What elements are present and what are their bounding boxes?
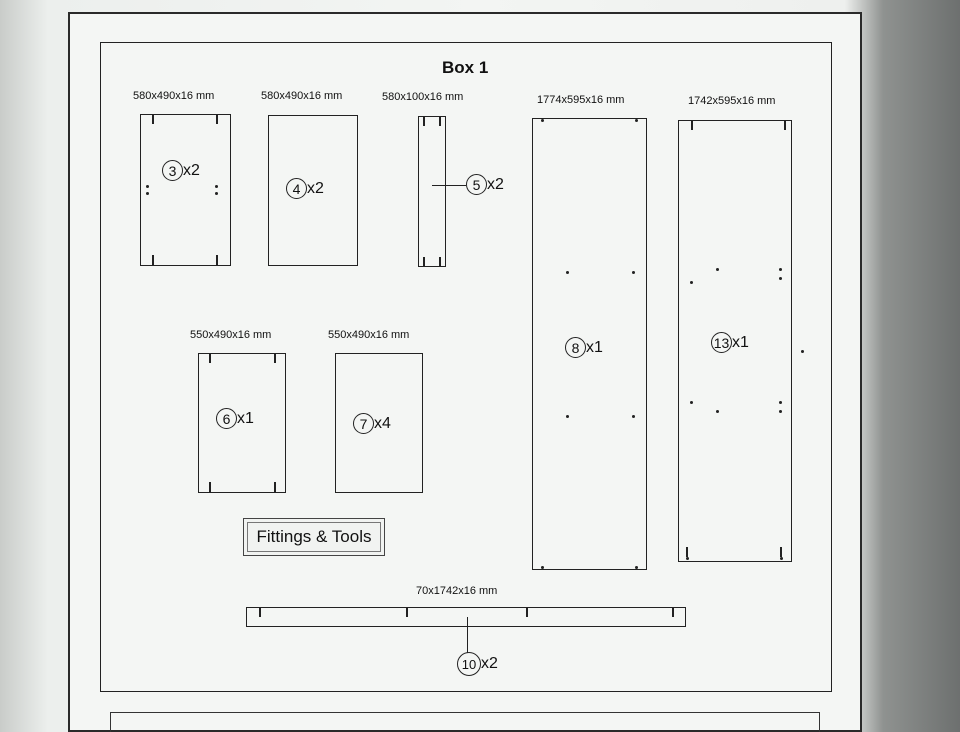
part-5-quantity: x2	[487, 175, 504, 193]
part-5-number: 5	[466, 174, 487, 195]
part-6-marker	[209, 354, 211, 363]
part-5-label: 5 x2	[466, 174, 504, 195]
fittings-tools-button[interactable]: Fittings & Tools	[243, 518, 385, 556]
part-6-quantity: x1	[237, 409, 254, 427]
part-6-label: 6 x1	[216, 408, 254, 429]
part-5-marker	[439, 257, 441, 266]
part-4-dimensions: 580x490x16 mm	[261, 90, 343, 102]
part-6-marker	[274, 354, 276, 363]
part-13-hole	[779, 277, 782, 280]
part-6-marker	[274, 482, 276, 492]
part-8-quantity: x1	[586, 338, 603, 356]
part-3-marker	[216, 255, 218, 265]
part-4-quantity: x2	[307, 179, 324, 197]
part-13-hole	[779, 268, 782, 271]
part-6-number: 6	[216, 408, 237, 429]
part-8-hole	[632, 415, 635, 418]
part-5-marker	[423, 117, 425, 126]
part-3-number: 3	[162, 160, 183, 181]
part-4-panel	[268, 115, 358, 266]
part-13-hole	[686, 557, 689, 560]
part-13-hole	[716, 268, 719, 271]
instruction-sheet	[68, 12, 862, 732]
part-8-label: 8 x1	[565, 337, 603, 358]
box-frame	[100, 42, 832, 692]
part-10-marker	[406, 608, 408, 617]
part-6-panel	[198, 353, 286, 493]
part-3-panel	[140, 114, 231, 266]
part-13-hole	[716, 410, 719, 413]
part-7-quantity: x4	[374, 414, 391, 432]
part-3-marker	[152, 255, 154, 265]
part-3-marker	[152, 115, 154, 124]
part-8-hole	[566, 415, 569, 418]
part-7-label: 7 x4	[353, 413, 391, 434]
box-title: Box 1	[442, 58, 489, 77]
part-13-label: 13 x1	[711, 332, 749, 353]
part-13-hole	[780, 557, 783, 560]
part-3-hole	[146, 192, 149, 195]
part-13-marker	[691, 121, 693, 130]
part-10-label: 10 x2	[457, 652, 498, 676]
part-7-panel	[335, 353, 423, 493]
part-5-leader-line	[432, 185, 466, 187]
part-13-hole	[779, 401, 782, 404]
part-13-hole	[690, 401, 693, 404]
part-5-marker	[423, 257, 425, 266]
part-3-quantity: x2	[183, 161, 200, 179]
part-10-leader-line	[467, 617, 469, 653]
part-13-hole	[801, 350, 804, 353]
part-4-label: 4 x2	[286, 178, 324, 199]
part-8-dimensions: 1774x595x16 mm	[537, 94, 625, 106]
part-13-marker	[780, 547, 782, 557]
part-5-dimensions: 580x100x16 mm	[382, 91, 464, 103]
part-13-hole	[690, 281, 693, 284]
part-3-hole	[146, 185, 149, 188]
part-13-marker	[784, 121, 786, 130]
part-3-hole	[215, 185, 218, 188]
part-8-hole	[541, 566, 544, 569]
part-13-marker	[686, 547, 688, 557]
part-3-dimensions: 580x490x16 mm	[133, 90, 215, 102]
part-5-panel	[418, 116, 446, 267]
part-6-dimensions: 550x490x16 mm	[190, 329, 272, 341]
part-3-marker	[216, 115, 218, 124]
part-5-marker	[439, 117, 441, 126]
part-8-hole	[541, 119, 544, 122]
part-10-marker	[526, 608, 528, 617]
part-10-marker	[672, 608, 674, 617]
part-4-number: 4	[286, 178, 307, 199]
part-10-panel	[246, 607, 686, 627]
part-8-hole	[566, 271, 569, 274]
part-13-hole	[779, 410, 782, 413]
next-section-frame	[110, 712, 820, 732]
part-8-hole	[632, 271, 635, 274]
part-8-hole	[635, 119, 638, 122]
part-6-marker	[209, 482, 211, 492]
part-13-quantity: x1	[732, 333, 749, 351]
fittings-tools-button-inner-border	[247, 522, 381, 552]
part-3-hole	[215, 192, 218, 195]
part-8-panel	[532, 118, 647, 570]
part-3-label: 3 x2	[162, 160, 200, 181]
part-13-panel	[678, 120, 792, 562]
part-7-dimensions: 550x490x16 mm	[328, 329, 410, 341]
part-10-quantity: x2	[481, 655, 498, 672]
part-10-marker	[259, 608, 261, 617]
part-10-number: 10	[457, 652, 481, 676]
part-8-hole	[635, 566, 638, 569]
part-13-dimensions: 1742x595x16 mm	[688, 95, 776, 107]
part-8-number: 8	[565, 337, 586, 358]
fittings-tools-label: Fittings & Tools	[256, 527, 372, 546]
part-7-number: 7	[353, 413, 374, 434]
part-10-dimensions: 70x1742x16 mm	[416, 585, 498, 597]
part-13-number: 13	[711, 332, 732, 353]
